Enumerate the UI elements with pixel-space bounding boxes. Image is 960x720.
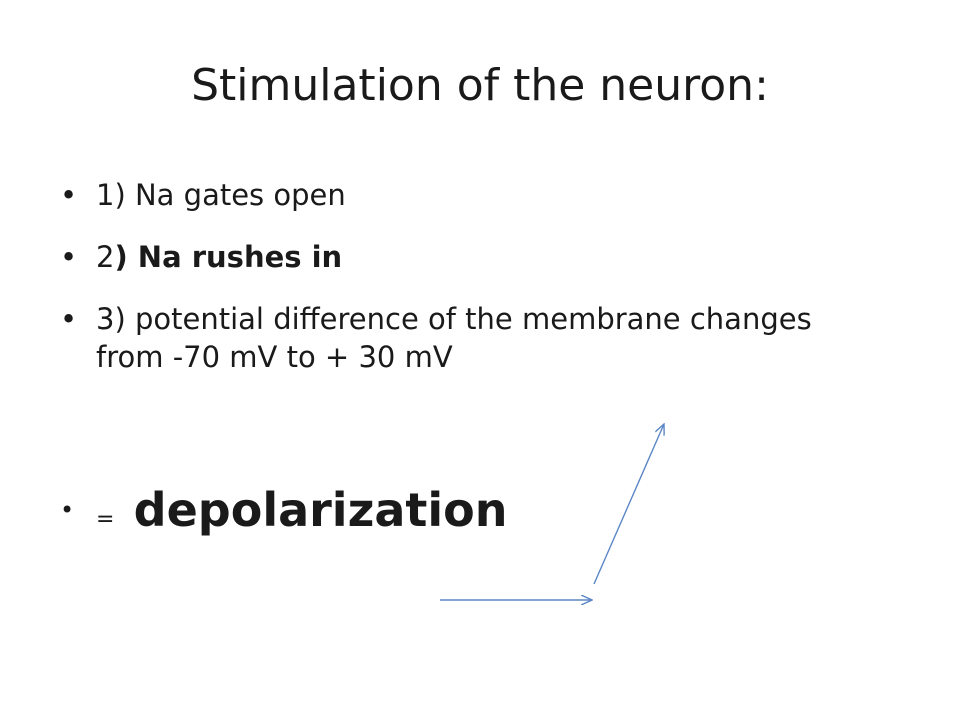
bullet-text-3: 3) potential difference of the membrane … [96, 302, 812, 374]
bullet-text-1: 1) Na gates open [96, 178, 346, 212]
bullet-item-1: • 1) Na gates open [60, 176, 880, 214]
bullet-text-2-prefix: 2 [96, 240, 115, 274]
bullet-glyph: • [60, 302, 78, 336]
depolarization-term: depolarization [133, 483, 508, 537]
bullet-glyph: • [60, 178, 78, 212]
bullet-glyph: • [60, 240, 78, 274]
rising-arrow [593, 424, 664, 585]
conclusion-bullet: • = depolarization [60, 482, 508, 548]
bullet-text-2-bold: ) Na rushes in [114, 240, 343, 274]
bullet-glyph: • [60, 496, 75, 524]
bullet-item-3: • 3) potential difference of the membran… [60, 300, 880, 376]
bullet-item-2: • 2) Na rushes in [60, 238, 880, 276]
bullet-list: • 1) Na gates open • 2) Na rushes in • 3… [60, 176, 880, 400]
equals-sign: = [96, 507, 115, 532]
slide-title: Stimulation of the neuron: [191, 60, 769, 111]
